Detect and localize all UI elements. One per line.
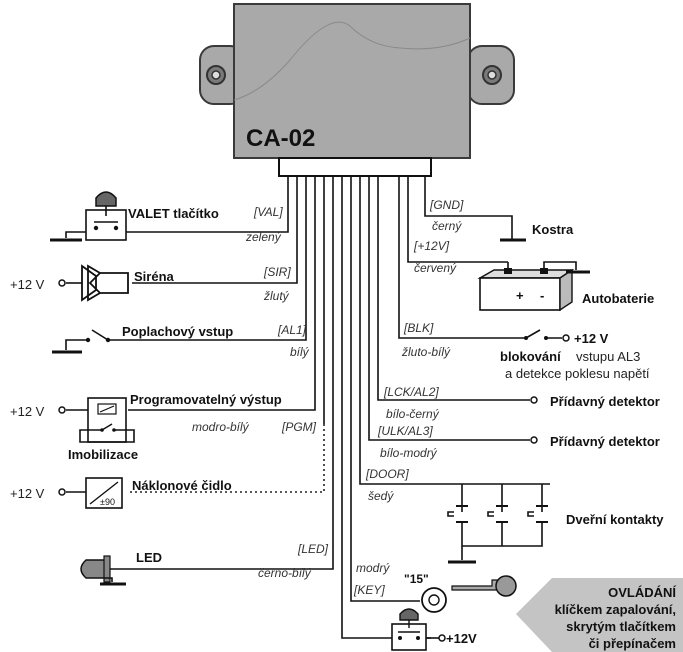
code-blk: [BLK] — [403, 321, 434, 335]
code-pgm: [PGM] — [281, 420, 317, 434]
code-p12: [+12V] — [413, 239, 450, 253]
control-line3: či přepínačem — [589, 636, 676, 651]
label-immobilizer: Imobilizace — [68, 447, 138, 462]
label-ulk: Přídavný detektor — [550, 434, 660, 449]
control-title: OVLÁDÁNÍ — [608, 585, 676, 600]
label-pgm: Programovatelný výstup — [130, 392, 282, 407]
label-led: LED — [136, 550, 162, 565]
control-line2: skrytým tlačítkem — [566, 619, 676, 634]
code-ulk: [ULK/AL3] — [377, 424, 433, 438]
code-key: [KEY] — [353, 583, 385, 597]
color-lck: bílo-černý — [386, 407, 440, 421]
relay-symbol — [58, 397, 135, 443]
code-lck: [LCK/AL2] — [383, 385, 439, 399]
code-val: [VAL] — [253, 205, 283, 219]
color-door: šedý — [368, 489, 394, 503]
wire-gnd — [424, 176, 513, 240]
wire-led — [104, 176, 334, 570]
wire-ulk — [368, 176, 530, 441]
terminal-lck — [530, 396, 538, 404]
color-val: zelený — [245, 230, 282, 244]
wire-blk — [398, 176, 526, 339]
supply-blk: +12 V — [574, 331, 609, 346]
wire-pgm — [128, 176, 316, 411]
color-blk: žluto-bílý — [401, 345, 451, 359]
supply-key: +12V — [446, 631, 477, 646]
label-siren: Siréna — [134, 269, 175, 284]
key-tag: "15" — [404, 572, 429, 586]
module-body — [233, 3, 471, 159]
supply-sir: +12 V — [10, 277, 45, 292]
color-gnd: černý — [432, 219, 462, 233]
label-door: Dveřní kontakty — [566, 512, 664, 527]
tilt-symbol: ±90 — [100, 497, 115, 507]
color-p12: červený — [414, 261, 457, 275]
color-al1: bílý — [290, 345, 310, 359]
wire-al1 — [128, 176, 307, 341]
door-contacts — [447, 484, 548, 564]
battery-minus: - — [540, 288, 544, 303]
wire-p12 — [407, 176, 508, 263]
supply-pgm: +12 V — [10, 404, 45, 419]
wire-lck — [377, 176, 530, 401]
wire-sir — [132, 176, 298, 284]
label-tilt: Náklonové čidlo — [132, 478, 232, 493]
terminal-ulk — [530, 436, 538, 444]
valet-button — [50, 191, 127, 242]
alarm-switch — [52, 329, 128, 354]
battery-plus: + — [516, 288, 524, 303]
code-gnd: [GND] — [429, 198, 464, 212]
wire-key — [350, 176, 420, 602]
blk-switch — [524, 329, 570, 342]
control-box: OVLÁDÁNÍ klíčkem zapalování, skrytým tla… — [516, 578, 683, 652]
connector — [278, 157, 432, 177]
color-key: modrý — [356, 561, 390, 575]
label-alarm-input: Poplachový vstup — [122, 324, 233, 339]
note-blk-line2: a detekce poklesu napětí — [505, 366, 650, 381]
code-al1: [AL1] — [277, 323, 307, 337]
code-led: [LED] — [297, 542, 329, 556]
code-sir: [SIR] — [263, 265, 291, 279]
color-led: černo-bílý — [258, 566, 312, 580]
battery-symbol: + - — [477, 261, 590, 312]
ignition-key — [421, 575, 517, 613]
module-title: CA-02 — [246, 125, 315, 152]
wire-door — [359, 176, 550, 485]
note-blk-rest: vstupu AL3 — [576, 349, 640, 364]
control-line1: klíčkem zapalování, — [555, 602, 676, 617]
note-blk-bold: blokování — [500, 349, 561, 364]
label-battery: Autobaterie — [582, 291, 654, 306]
module-ca02: CA-02 — [199, 3, 515, 177]
siren-symbol — [58, 264, 129, 302]
label-valet: VALET tlačítko — [128, 206, 219, 221]
hidden-button — [391, 608, 446, 651]
code-door: [DOOR] — [365, 467, 409, 481]
label-ground: Kostra — [532, 222, 574, 237]
supply-tilt: +12 V — [10, 486, 45, 501]
tilt-sensor: ±90 — [58, 477, 123, 509]
color-ulk: bílo-modrý — [380, 446, 438, 460]
color-pgm: modro-bílý — [192, 420, 250, 434]
wire-bundle — [104, 176, 550, 639]
color-sir: žlutý — [263, 289, 290, 303]
label-lck: Přídavný detektor — [550, 394, 660, 409]
wire-val — [116, 176, 289, 233]
led-symbol — [80, 555, 126, 586]
